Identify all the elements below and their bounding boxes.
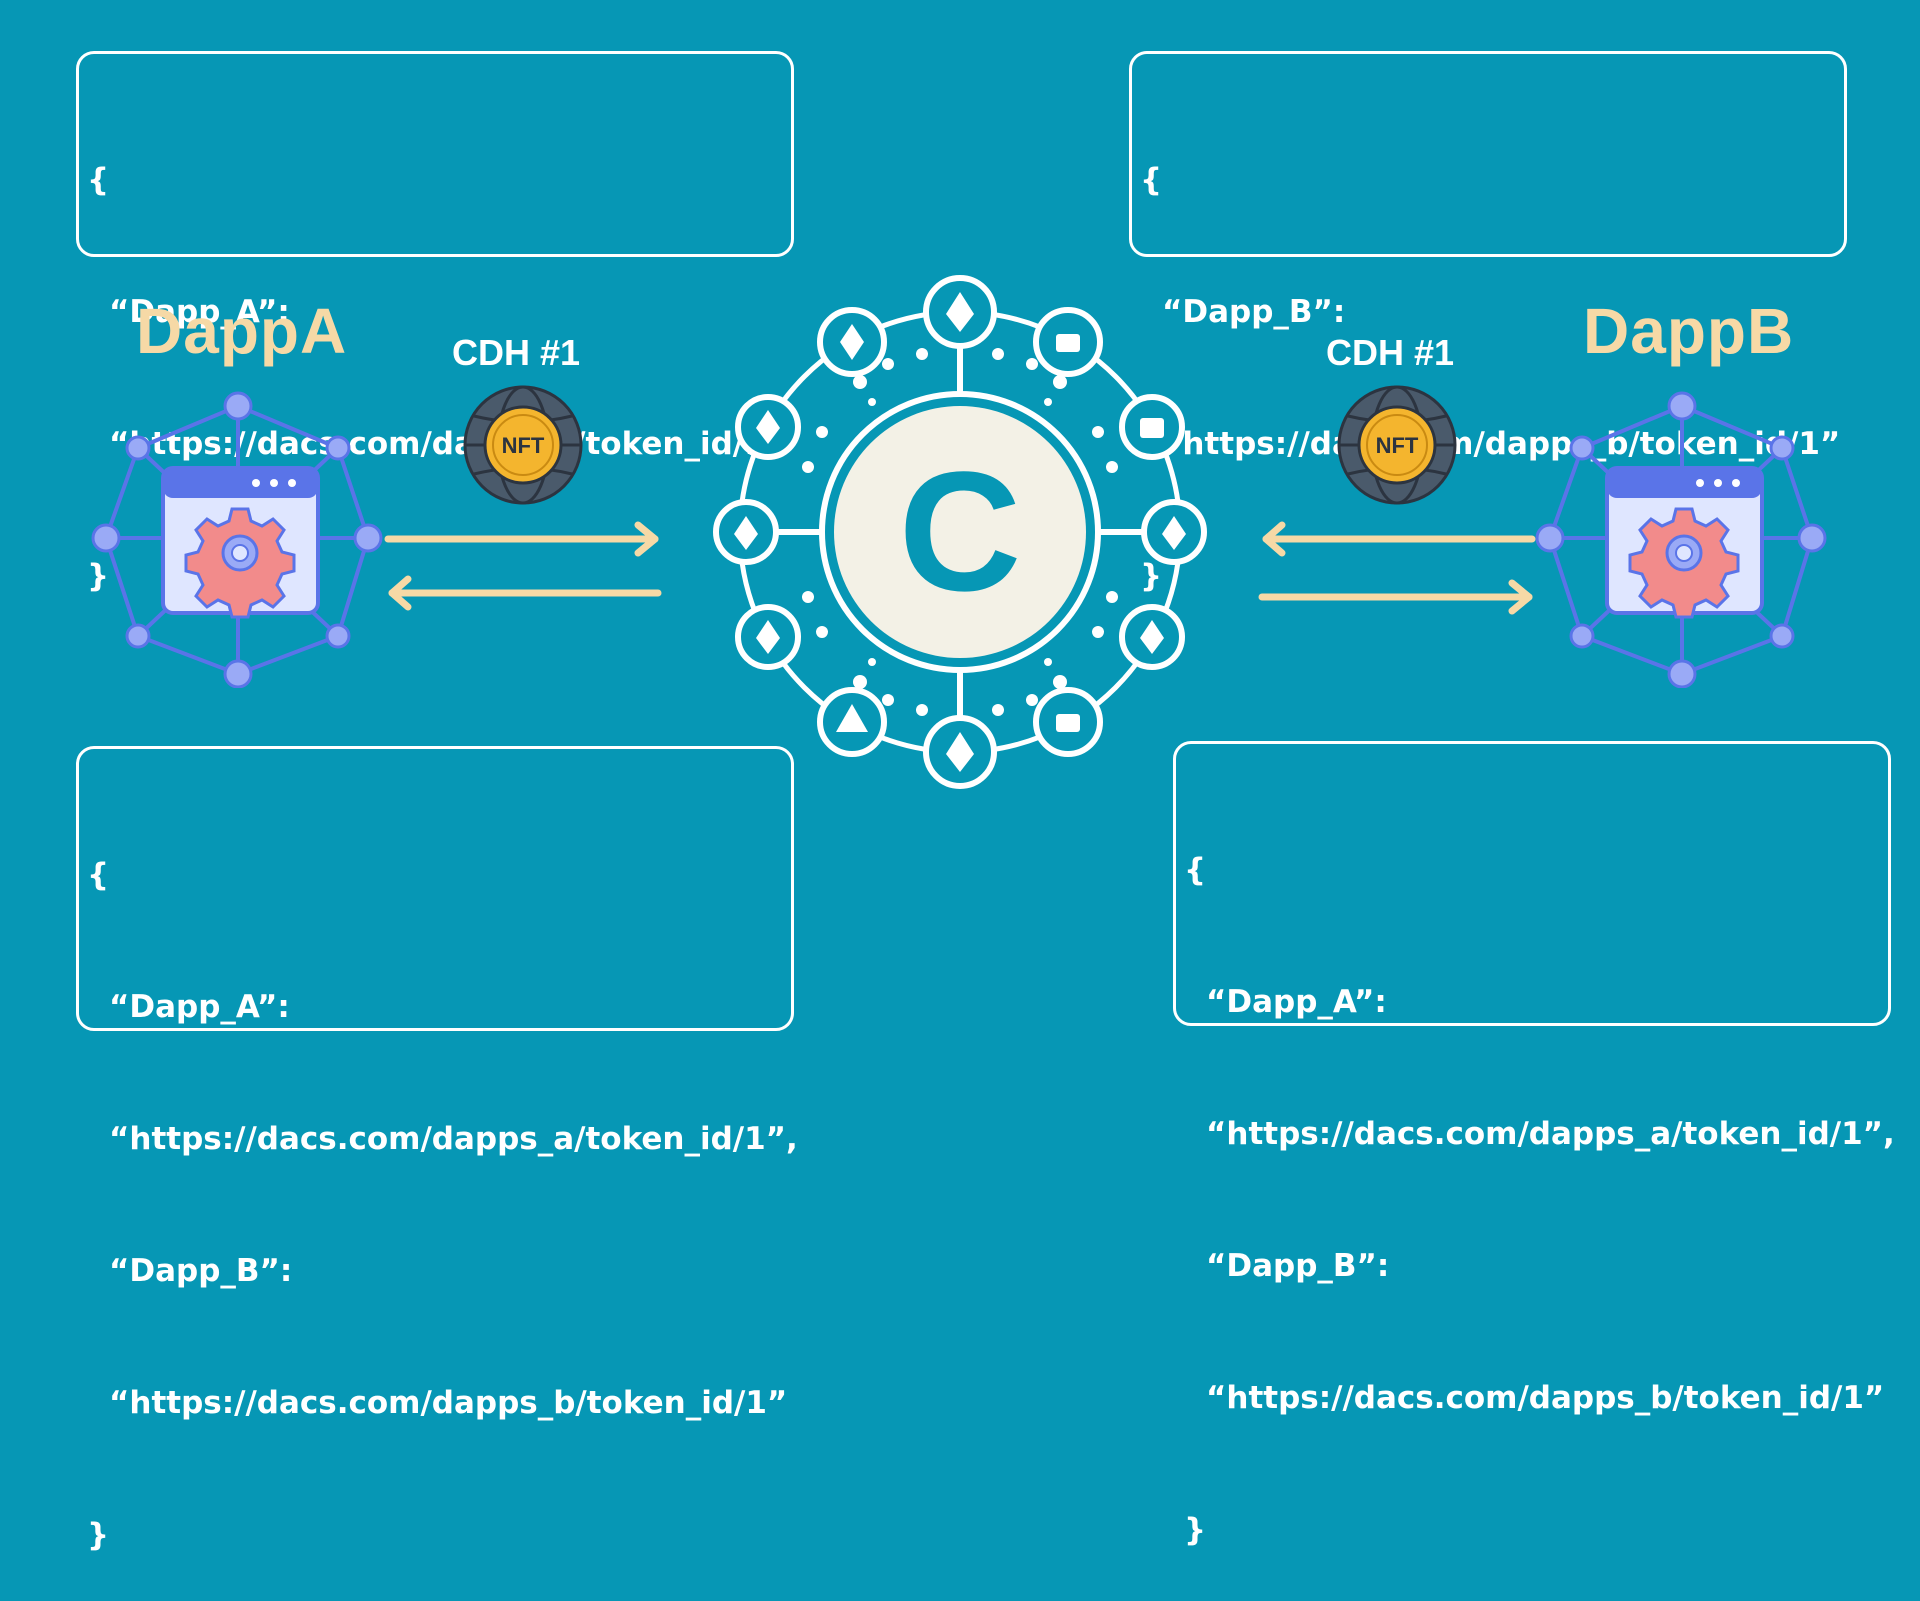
arrow-icon <box>384 521 662 611</box>
json-key: “Dapp_B”: <box>1162 294 1346 330</box>
json-value: “https://dacs.com/dapps_b/token_id/1” <box>1206 1380 1885 1416</box>
nft-coin-icon: NFT <box>1337 385 1457 505</box>
json-open-brace: { <box>1140 162 1163 198</box>
json-close-brace: } <box>1184 1512 1207 1548</box>
cdh-label-left: CDH #1 <box>452 332 581 373</box>
dapp-b-title: DappB <box>1583 295 1795 367</box>
json-key: “Dapp_B”: <box>109 1253 293 1289</box>
json-key: “Dapp_B”: <box>1206 1248 1390 1284</box>
nft-badge-text: NFT <box>1376 433 1419 458</box>
json-box-dapp-a-top: { “Dapp_A”: “https://dacs.com/dapps_a/to… <box>76 51 794 594</box>
json-box-dapp-b-top: { “Dapp_B”: “https://dacs.com/dapps_b/to… <box>1129 51 1847 594</box>
json-key: “Dapp_A”: <box>1206 984 1387 1020</box>
hub-letter: C <box>899 437 1022 627</box>
json-value: “https://dacs.com/dapps_b/token_id/1” <box>1162 426 1841 462</box>
json-open-brace: { <box>87 162 110 198</box>
json-close-brace: } <box>87 1517 110 1553</box>
hub-logo-icon: C <box>713 275 1207 789</box>
nft-badge-text: NFT <box>502 433 545 458</box>
json-value: “https://dacs.com/dapps_b/token_id/1” <box>109 1385 788 1421</box>
json-value: “https://dacs.com/dapps_a/token_id/1” <box>109 426 787 462</box>
json-key: “Dapp_A”: <box>109 294 290 330</box>
json-close-brace: } <box>1140 558 1163 594</box>
json-open-brace: { <box>87 857 110 893</box>
json-close-brace: } <box>87 558 110 594</box>
json-box-dapp-b-bottom: { “Dapp_A”: “https://dacs.com/dapps_a/to… <box>1173 741 1895 1548</box>
arrow-icon <box>1258 521 1536 615</box>
dapp-a-title: DappA <box>136 295 348 367</box>
dapp-network-icon <box>91 391 383 688</box>
json-value: “https://dacs.com/dapps_a/token_id/1”, <box>1206 1116 1895 1152</box>
dapp-network-icon <box>1535 391 1827 688</box>
cdh-label-right: CDH #1 <box>1326 332 1455 373</box>
json-value: “https://dacs.com/dapps_a/token_id/1”, <box>109 1121 798 1157</box>
nft-coin-icon: NFT <box>463 385 583 505</box>
json-open-brace: { <box>1184 852 1207 888</box>
json-box-dapp-a-bottom: { “Dapp_A”: “https://dacs.com/dapps_a/to… <box>76 746 798 1553</box>
json-key: “Dapp_A”: <box>109 989 290 1025</box>
